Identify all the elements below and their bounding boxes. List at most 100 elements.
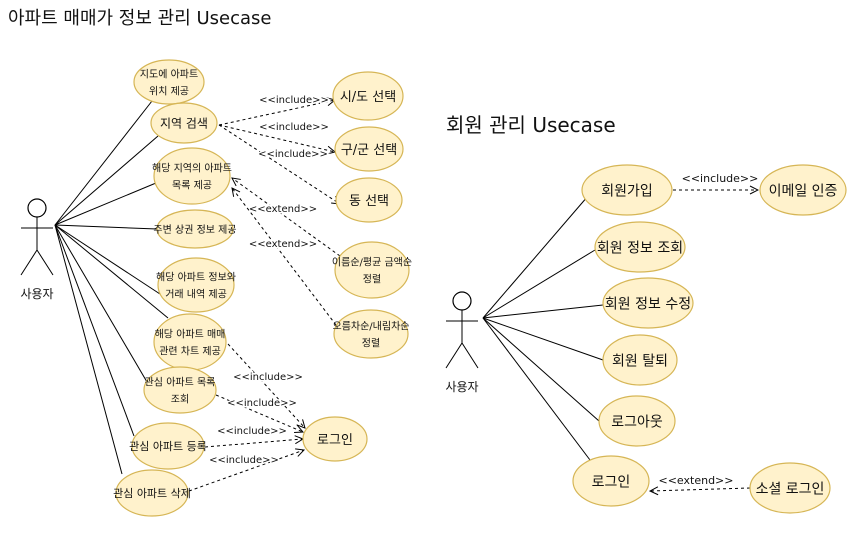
- usecase-label: 해당 지역의 아파트: [152, 161, 232, 174]
- usecase-ellipse[interactable]: [598, 395, 676, 447]
- usecase-label: 회원 탈퇴: [612, 353, 668, 369]
- usecase-ellipse[interactable]: [157, 257, 235, 313]
- usecase-logout[interactable]: 로그아웃: [598, 395, 676, 447]
- usecase-edit[interactable]: 회원 정보 수정: [602, 277, 694, 329]
- usecase-ellipse[interactable]: [333, 309, 409, 359]
- usecase-ellipse[interactable]: [133, 59, 205, 105]
- usecase-ellipse[interactable]: [302, 416, 368, 462]
- usecase-ellipse[interactable]: [581, 164, 673, 216]
- dependency-arrow-sortorder-list: [232, 188, 337, 326]
- stereotype-label: <<include>>: [259, 122, 329, 133]
- usecase-ellipse[interactable]: [335, 177, 403, 223]
- actor-head-icon: [452, 291, 472, 311]
- usecase-ellipse[interactable]: [150, 102, 218, 144]
- stereotype-label: <<extend>>: [659, 474, 734, 487]
- usecase-label: 관심 아파트 등록: [129, 440, 207, 453]
- usecase-ellipse[interactable]: [602, 334, 678, 386]
- usecase-label: 지역 검색: [160, 117, 208, 131]
- stereotype-label: <<include>>: [217, 426, 287, 437]
- usecase-label: 로그인: [592, 474, 631, 490]
- usecase-gugun[interactable]: 구/군 선택: [334, 126, 404, 172]
- left-actor-user: 사용자: [20, 198, 54, 301]
- usecase-ellipse[interactable]: [334, 126, 404, 172]
- association-line-list: [54, 182, 157, 226]
- usecase-label: 동 선택: [349, 194, 389, 209]
- actor-label: 사용자: [445, 380, 478, 394]
- usecase-withdraw[interactable]: 회원 탈퇴: [602, 334, 678, 386]
- association-line-info: [54, 224, 161, 295]
- usecase-ellipse[interactable]: [332, 71, 404, 121]
- usecase-label: 주변 상권 정보 제공: [153, 224, 236, 236]
- actor-body-icon: [20, 217, 54, 276]
- usecase-ellipse[interactable]: [594, 221, 686, 273]
- usecase-label: 구/군 선택: [341, 143, 397, 158]
- usecase-label: 관심 아파트 삭제: [113, 487, 191, 500]
- association-line-logout: [482, 317, 600, 422]
- stereotype-label: <<include>>: [259, 95, 329, 106]
- usecase-shops[interactable]: 주변 상권 정보 제공: [153, 209, 237, 249]
- dependency-arrow-region-sido: [218, 100, 335, 126]
- association-line-signup: [482, 195, 589, 319]
- dependency-arrow-region-dong: [218, 124, 340, 204]
- left-diagram-title: 아파트 매매가 정보 관리 Usecase: [8, 8, 272, 29]
- usecase-signup[interactable]: 회원가입: [581, 164, 673, 216]
- usecase-label: 회원 정보 조회: [597, 240, 683, 256]
- usecase-email[interactable]: 이메일 인증: [759, 164, 847, 216]
- usecase-ellipse[interactable]: [115, 469, 189, 517]
- usecase-login2[interactable]: 로그인: [572, 455, 650, 507]
- usecase-label: 해당 아파트 매매: [155, 327, 226, 340]
- stereotype-label: <<include>>: [209, 455, 279, 466]
- usecase-label: 이름순/평균 금액순: [332, 256, 412, 268]
- usecase-label: 회원가입: [601, 183, 653, 199]
- usecase-sido[interactable]: 시/도 선택: [332, 71, 404, 121]
- dependency-arrow-social-login2: [650, 488, 751, 491]
- usecase-ellipse[interactable]: [153, 147, 231, 205]
- usecase-ellipse[interactable]: [131, 422, 205, 470]
- usecase-label: 오름차순/내림차순: [333, 320, 410, 332]
- usecase-favadd[interactable]: 관심 아파트 등록: [129, 422, 207, 470]
- association-line-withdraw: [482, 317, 604, 361]
- association-line-shops: [54, 224, 158, 230]
- stereotype-label: <<include>>: [258, 149, 328, 160]
- usecase-label: 지도에 아파트: [140, 68, 198, 80]
- actor-label: 사용자: [20, 287, 53, 301]
- association-line-map: [54, 100, 153, 226]
- dependency-arrow-favdel-login: [188, 450, 304, 492]
- usecase-ellipse[interactable]: [334, 241, 410, 299]
- usecase-ellipse[interactable]: [602, 277, 694, 329]
- usecase-ellipse[interactable]: [759, 164, 847, 216]
- right-diagram-title: 회원 관리 Usecase: [446, 113, 616, 137]
- usecase-label: 로그아웃: [611, 414, 663, 430]
- usecase-dong[interactable]: 동 선택: [335, 177, 403, 223]
- usecase-label: 거래 내역 제공: [165, 288, 227, 300]
- usecase-ellipse[interactable]: [572, 455, 650, 507]
- usecase-ellipse[interactable]: [153, 313, 227, 371]
- usecase-ellipse[interactable]: [143, 366, 217, 414]
- association-line-login2: [482, 317, 591, 461]
- usecase-favdel[interactable]: 관심 아파트 삭제: [113, 469, 191, 517]
- usecase-ellipse[interactable]: [156, 209, 234, 249]
- usecase-social[interactable]: 소셜 로그인: [749, 462, 831, 514]
- usecase-label: 소셜 로그인: [756, 481, 825, 497]
- usecase-label: 해당 아파트 정보와: [156, 270, 236, 283]
- dependency-arrow-chart-login: [227, 343, 305, 428]
- usecase-label: 이메일 인증: [769, 183, 838, 199]
- usecase-label: 회원 정보 수정: [605, 296, 691, 312]
- dependency-arrow-sortname-list: [232, 178, 341, 257]
- usecase-ellipse[interactable]: [749, 462, 831, 514]
- usecase-label: 관련 차트 제공: [159, 345, 221, 357]
- usecase-region[interactable]: 지역 검색: [150, 102, 218, 144]
- association-line-chart: [54, 224, 169, 319]
- usecase-login[interactable]: 로그인: [302, 416, 368, 462]
- right-actor-user: 사용자: [445, 291, 479, 394]
- stereotype-label: <<extend>>: [249, 239, 317, 250]
- usecase-view[interactable]: 회원 정보 조회: [594, 221, 686, 273]
